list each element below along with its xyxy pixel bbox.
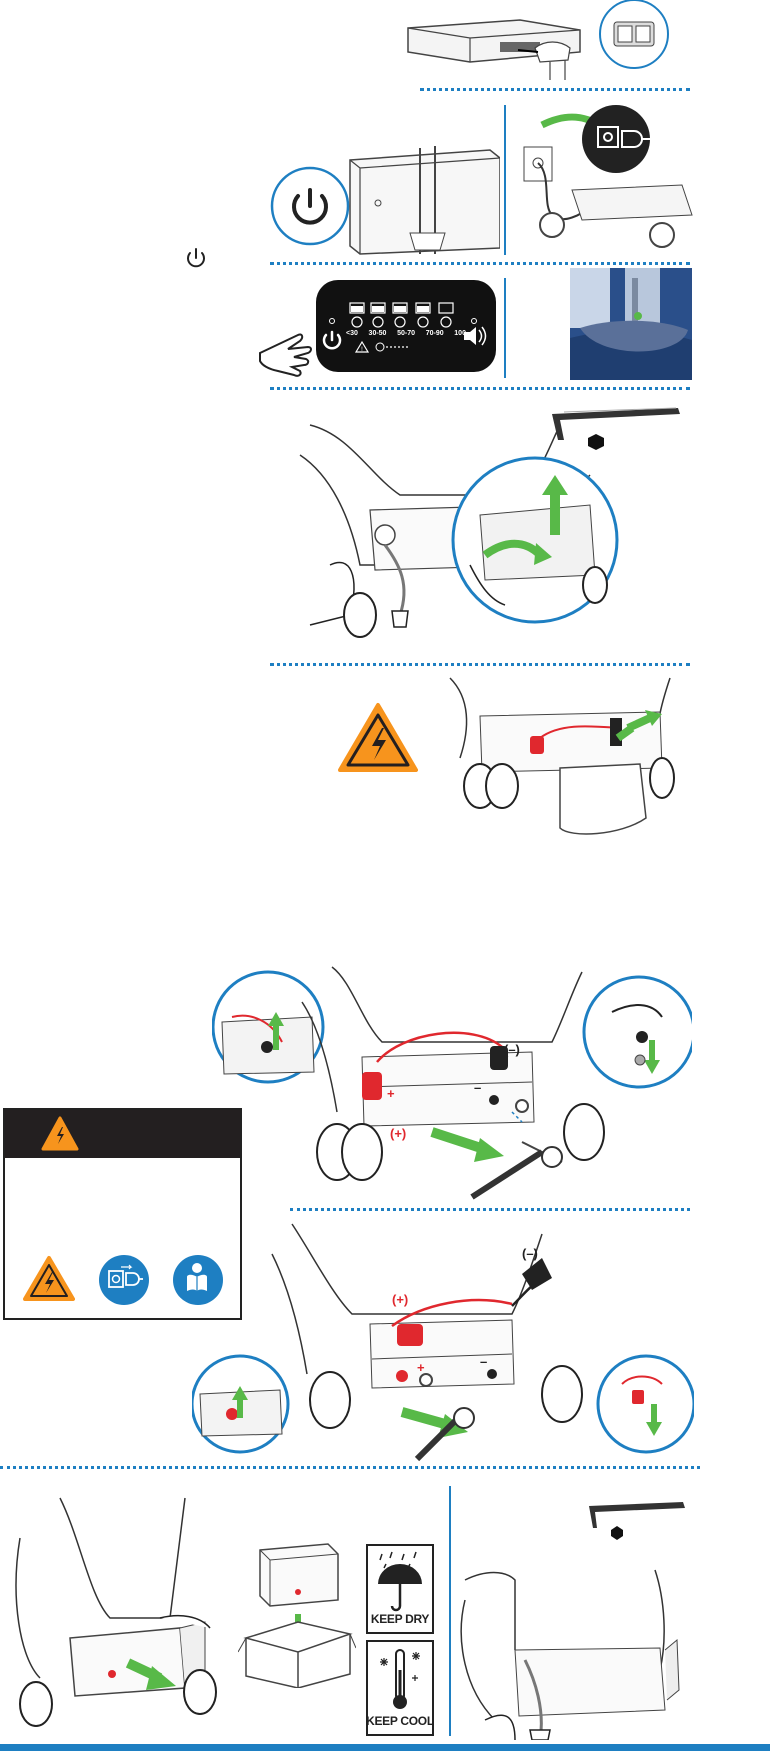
battery-detail-circle [594, 0, 674, 72]
warning-header [5, 1110, 240, 1158]
section-divider [290, 1208, 690, 1211]
allen-key-icon [548, 400, 688, 460]
read-manual-icon [173, 1255, 223, 1305]
negative-polarity-label: (–) [522, 1246, 538, 1261]
section-divider [270, 387, 690, 390]
minus-sign-label: – [474, 1080, 482, 1095]
unplug-power-icon [99, 1255, 149, 1305]
section-vertical-divider [504, 278, 506, 378]
hand-pointer-icon [258, 325, 318, 385]
battery-level-label: 50-70 [397, 330, 416, 337]
electric-hazard-icon [41, 1116, 79, 1152]
keep-dry-label-icon: KEEP DRY [366, 1544, 434, 1634]
battery-level-label: 30-50 [368, 330, 387, 337]
svg-text:!: ! [361, 347, 363, 353]
unplug-cart-illustration [512, 105, 702, 255]
section-vertical-divider [449, 1486, 451, 1736]
electric-hazard-icon [23, 1255, 75, 1303]
section-divider [270, 663, 690, 666]
electric-hazard-icon [338, 702, 418, 774]
negative-polarity-label: (–) [504, 1042, 520, 1057]
allen-key-icon [585, 1496, 687, 1544]
slide-battery-out-illustration [0, 1478, 222, 1728]
section-divider [0, 1466, 700, 1469]
disconnect-cable-illustration [440, 668, 690, 840]
warning-box [3, 1108, 242, 1320]
power-symbol-icon [185, 246, 207, 272]
cart-panel-removal-illustration [290, 415, 700, 655]
keep-dry-text: KEEP DRY [370, 1612, 430, 1626]
charger-box-illustration [260, 128, 500, 256]
battery-level-label: 70-90 [425, 330, 444, 337]
cart-photo [570, 268, 692, 380]
positive-cable-removal-illustration: (–) (+) + – [192, 1214, 694, 1464]
section-divider [270, 262, 690, 265]
positive-polarity-label: (+) [390, 1126, 407, 1141]
reattach-panel-illustration [455, 1540, 695, 1740]
battery-level-label: 100 [454, 330, 466, 337]
negative-cable-removal-illustration: (–) (+) + – [212, 962, 692, 1202]
battery-level-label: <30 [346, 330, 358, 337]
plus-sign-label: + [387, 1086, 395, 1101]
footer-bar [0, 1744, 770, 1751]
keep-cool-label-icon: KEEP COOL [366, 1640, 434, 1736]
section-divider [420, 88, 690, 91]
store-battery-box-illustration [238, 1540, 356, 1688]
positive-polarity-label: (+) [392, 1292, 409, 1307]
plus-sign-label: + [417, 1360, 425, 1375]
minus-sign-label: – [480, 1354, 488, 1369]
step-battery-insert-illustration [400, 0, 585, 82]
control-panel: ! <30 30-50 50-70 70-90 100 [316, 280, 496, 372]
keep-cool-text: KEEP COOL [366, 1714, 434, 1728]
warning-icon-row [23, 1255, 223, 1307]
section-vertical-divider [504, 105, 506, 255]
